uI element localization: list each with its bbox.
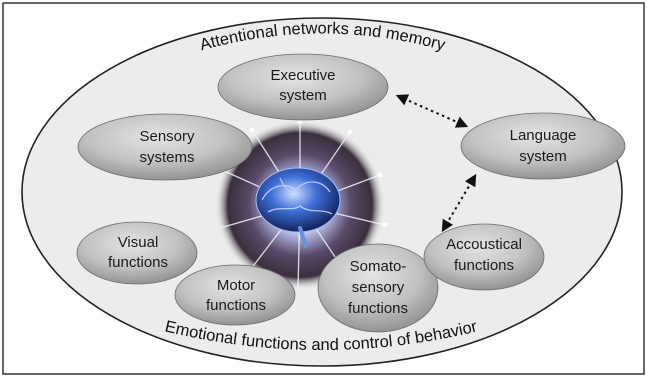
connection-acoustical-language [441, 173, 477, 233]
node-sensory-systems: Sensory systems [77, 113, 253, 181]
node-somatosensory-functions: Somato- sensory functions [317, 243, 439, 333]
node-label: Language [510, 127, 577, 144]
node-acoustical-functions: Accoustical functions [423, 223, 545, 291]
node-motor-functions: Motor functions [174, 264, 296, 326]
node-label: functions [348, 300, 408, 317]
node-label: system [519, 148, 567, 165]
node-executive-system: Executive system [217, 53, 389, 121]
node-label: Executive [270, 67, 335, 84]
node-label: Accoustical [446, 236, 522, 253]
node-label: Somato- [350, 258, 407, 275]
node-label: functions [206, 297, 266, 314]
node-label: Visual [118, 234, 159, 251]
brain-icon [215, 119, 388, 291]
node-label: Sensory [139, 128, 195, 145]
node-label: systems [139, 149, 194, 166]
node-label: sensory [352, 279, 405, 296]
node-label: functions [454, 257, 514, 274]
node-label: system [279, 87, 327, 104]
node-label: functions [108, 254, 168, 271]
node-visual-functions: Visual functions [76, 221, 198, 285]
node-label: Motor [217, 277, 255, 294]
connection-executive-language [395, 94, 469, 128]
node-language-system: Language system [460, 112, 626, 180]
